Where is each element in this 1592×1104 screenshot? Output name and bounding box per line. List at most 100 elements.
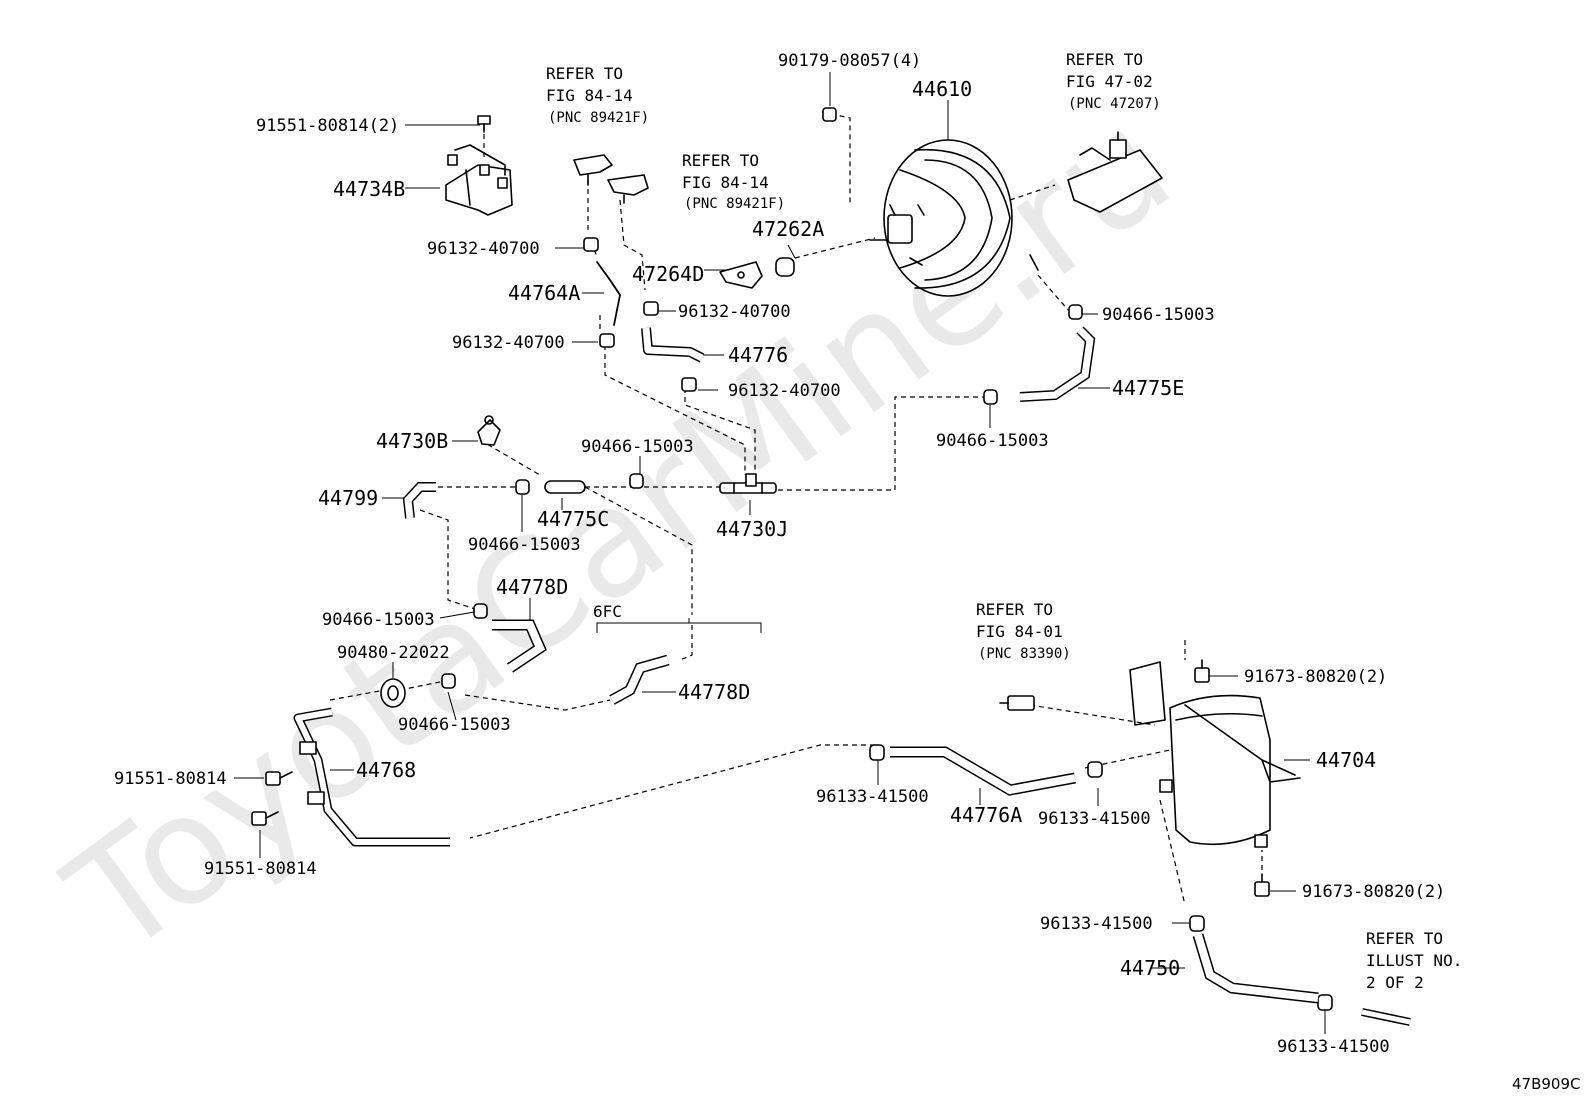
label-91551-80814-b: 91551-80814 <box>204 859 317 879</box>
ref-47-02-line1: REFER TO <box>1066 50 1143 69</box>
bolt-91551-80814-b[interactable] <box>251 811 279 826</box>
label-90466-15003-f: 90466-15003 <box>936 431 1049 451</box>
label-47262A: 47262A <box>752 217 824 241</box>
label-91673-80820-2-b: 91673-80820(2) <box>1302 882 1445 902</box>
part-labels: 91551-80814(2) 44734B 96132-40700 44764A… <box>114 51 1445 1057</box>
hose-44778D-b[interactable] <box>609 654 670 705</box>
label-44778D-a: 44778D <box>496 575 568 599</box>
clip-96132-40700-a[interactable] <box>583 237 599 252</box>
clamp-96133-41500-a[interactable] <box>869 744 885 761</box>
label-96133-41500-a: 96133-41500 <box>816 787 929 807</box>
ref-84-01-line1: REFER TO <box>976 600 1053 619</box>
label-44730J: 44730J <box>716 517 788 541</box>
clip-96132-40700-d[interactable] <box>681 377 697 392</box>
hose-44764A[interactable] <box>596 261 621 326</box>
bracket-47264D[interactable] <box>719 261 763 289</box>
tee-44730J[interactable] <box>719 473 777 494</box>
label-44778D-b: 44778D <box>678 680 750 704</box>
bracket-44734B[interactable] <box>445 144 513 216</box>
hose-44775C[interactable] <box>544 480 586 494</box>
ref-84-01-line2: FIG 84-01 <box>976 622 1063 641</box>
bolt-91673-80820-a[interactable] <box>1194 659 1210 683</box>
bolt-91673-80820-b[interactable] <box>1254 873 1270 897</box>
label-96132-40700-b: 96132-40700 <box>452 333 565 353</box>
ref-illust-line1: REFER TO <box>1366 929 1443 948</box>
label-96132-40700-d: 96132-40700 <box>728 381 841 401</box>
figure-code: 47B909C <box>1512 1075 1580 1093</box>
clamp-90466-15003-a[interactable] <box>515 479 530 495</box>
clamp-96133-41500-b[interactable] <box>1087 761 1103 778</box>
hose-44776[interactable] <box>641 327 705 363</box>
clamp-90466-15003-d[interactable] <box>441 673 456 689</box>
clamp-90466-15003-f[interactable] <box>983 389 998 405</box>
ref-47-02-line3: (PNC 47207) <box>1068 96 1161 112</box>
nut-90179-08057[interactable] <box>822 107 837 122</box>
label-91551-80814-2: 91551-80814(2) <box>256 116 399 136</box>
ref-84-14-a-line2: FIG 84-14 <box>546 86 633 105</box>
ref-84-01-line3: (PNC 83390) <box>978 646 1071 662</box>
ref-84-14-b-line2: FIG 84-14 <box>682 173 769 192</box>
clamp-96133-41500-c[interactable] <box>1189 915 1205 932</box>
label-44610: 44610 <box>912 77 972 101</box>
label-44775E: 44775E <box>1112 376 1184 400</box>
label-90480-22022: 90480-22022 <box>337 643 450 663</box>
vacuum-tank-44704[interactable] <box>1129 661 1301 848</box>
watermark: ToyotaCarMine.ru <box>38 78 1201 990</box>
label-44799: 44799 <box>318 486 378 510</box>
clamp-90466-15003-b[interactable] <box>629 473 644 489</box>
vacuum-sensor-connector-b[interactable] <box>607 174 649 204</box>
bolt-91551-80814-a[interactable] <box>265 771 293 786</box>
clip-96132-40700-c[interactable] <box>643 301 659 316</box>
vacuum-sensor-connector-a[interactable] <box>573 154 613 186</box>
clamp-90466-15003-c[interactable] <box>473 603 488 619</box>
bolt-91551-80814-top[interactable] <box>477 115 491 133</box>
label-44704: 44704 <box>1316 748 1376 772</box>
label-44776A: 44776A <box>950 803 1022 827</box>
hose-44775E[interactable] <box>1019 326 1096 402</box>
ref-84-14-a-line1: REFER TO <box>546 64 623 83</box>
label-44776: 44776 <box>728 343 788 367</box>
clip-96132-40700-b[interactable] <box>599 333 615 348</box>
label-91673-80820-2-a: 91673-80820(2) <box>1244 667 1387 687</box>
reference-notes: REFER TO FIG 84-14 (PNC 89421F) REFER TO… <box>546 50 1462 992</box>
label-44730B: 44730B <box>376 429 448 453</box>
ref-illust-line3: 2 OF 2 <box>1366 973 1424 992</box>
brake-booster-44610[interactable] <box>869 139 1039 297</box>
group-label-6fc: 6FC <box>593 602 622 621</box>
pressure-sensor-ref[interactable] <box>999 695 1035 711</box>
label-96133-41500-d: 96133-41500 <box>1277 1037 1390 1057</box>
pipe-44768[interactable] <box>293 707 450 847</box>
label-44768: 44768 <box>356 758 416 782</box>
master-cylinder-ref[interactable] <box>1067 131 1163 213</box>
hose-44778D-a[interactable] <box>492 619 547 673</box>
label-96132-40700-a: 96132-40700 <box>427 239 540 259</box>
label-90466-15003-c: 90466-15003 <box>322 610 435 630</box>
pipe-ref-illust[interactable] <box>1361 1008 1411 1026</box>
label-90466-15003-b: 90466-15003 <box>581 437 694 457</box>
clip-44730B[interactable] <box>477 415 501 446</box>
ref-illust-line2: ILLUST NO. <box>1366 951 1462 970</box>
label-90179-08057-4: 90179-08057(4) <box>778 51 921 71</box>
label-44764A: 44764A <box>508 281 580 305</box>
ref-47-02-line2: FIG 47-02 <box>1066 72 1153 91</box>
label-90466-15003-e: 90466-15003 <box>1102 305 1215 325</box>
grommet-90480-22022[interactable] <box>380 678 406 708</box>
hose-44799[interactable] <box>402 482 436 519</box>
label-44750: 44750 <box>1120 956 1180 980</box>
connection-lines <box>329 111 1263 906</box>
grommet-47262A[interactable] <box>775 257 795 277</box>
label-90466-15003-a: 90466-15003 <box>468 535 581 555</box>
label-47264D: 47264D <box>632 262 704 286</box>
clamp-96133-41500-d[interactable] <box>1317 994 1333 1011</box>
hose-44750[interactable] <box>1192 933 1319 1004</box>
clamp-90466-15003-e[interactable] <box>1068 304 1083 320</box>
label-91551-80814-a: 91551-80814 <box>114 769 227 789</box>
hose-44776A[interactable] <box>890 746 1076 796</box>
label-96132-40700-c: 96132-40700 <box>678 302 791 322</box>
label-44734B: 44734B <box>333 177 405 201</box>
label-44775C: 44775C <box>537 507 609 531</box>
label-96133-41500-b: 96133-41500 <box>1038 809 1151 829</box>
ref-84-14-a-line3: (PNC 89421F) <box>548 110 649 126</box>
